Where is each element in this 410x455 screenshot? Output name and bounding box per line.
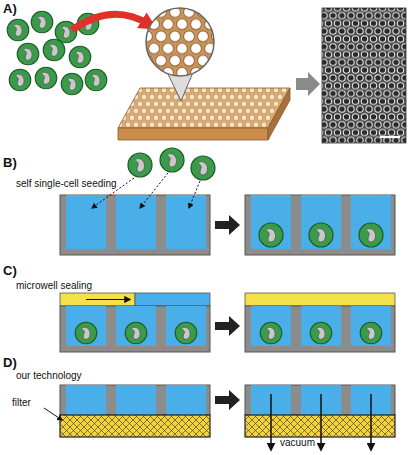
cell [69, 46, 91, 68]
falling-arrow [189, 181, 200, 208]
cell [125, 322, 147, 344]
panel-label: A) [3, 2, 17, 17]
slide-arrow [86, 299, 130, 300]
microwell [116, 306, 156, 346]
microwell [66, 195, 106, 249]
microwell-plate [60, 195, 210, 255]
cell [260, 322, 282, 344]
microwell [116, 195, 156, 249]
filter-layer [245, 415, 395, 437]
step-arrow [215, 390, 240, 410]
step-caption: self single-cell seeding [16, 178, 117, 190]
microwell [251, 306, 291, 346]
cell [9, 69, 31, 91]
scale-bar [380, 136, 400, 138]
part-label: vacuum [280, 437, 315, 449]
step-caption: our technology [16, 370, 82, 382]
step-arrow [215, 316, 240, 336]
cell [160, 148, 184, 172]
microwell-plate [60, 385, 210, 415]
flow-arrow [370, 394, 372, 450]
step-arrow [215, 215, 240, 235]
microwell [301, 195, 341, 249]
magnified-view [146, 8, 214, 76]
microwell [166, 385, 206, 415]
panel-label: B) [3, 156, 17, 171]
microwell [351, 195, 391, 249]
cell [7, 19, 29, 41]
microwell-plate [245, 385, 395, 415]
medium-layer [135, 293, 210, 306]
cell [359, 223, 383, 247]
cell [61, 73, 83, 95]
cell [128, 153, 152, 177]
cell [31, 11, 53, 33]
panel-label: C) [3, 264, 17, 279]
curved-arrow [72, 14, 148, 30]
cell [309, 223, 333, 247]
microwell [166, 195, 206, 249]
part-label: filter [12, 397, 31, 409]
microwell [116, 385, 156, 415]
cell [35, 67, 57, 89]
flow-arrow [270, 394, 272, 450]
cell [85, 69, 107, 91]
microwell [251, 195, 291, 249]
microwell [351, 306, 391, 346]
microwell-plate [60, 306, 210, 352]
cell [75, 322, 97, 344]
microwell-plate [245, 306, 395, 352]
cell [259, 223, 283, 247]
cell [43, 39, 65, 61]
cell [191, 156, 215, 180]
panel-label: D) [3, 356, 17, 371]
microwell [166, 306, 206, 346]
falling-arrow [140, 173, 168, 208]
cell [360, 322, 382, 344]
cell [17, 43, 39, 65]
filter-layer [60, 415, 210, 437]
sem-image [322, 8, 406, 143]
microwell-array-top [118, 88, 290, 128]
cell [310, 322, 332, 344]
leader-arrow [44, 408, 62, 420]
block-arrow [296, 72, 320, 96]
microwell [301, 306, 341, 346]
cell [175, 322, 197, 344]
sealing-layer [60, 293, 135, 306]
sealing-layer [245, 293, 395, 306]
microwell-plate [245, 195, 395, 255]
cell-cluster [7, 11, 107, 95]
step-caption: microwell sealing [16, 280, 92, 292]
microwell [66, 306, 106, 346]
microwell [66, 385, 106, 415]
microwell-array-side [268, 88, 290, 140]
flow-arrow [320, 394, 322, 450]
microwell-array-front [118, 128, 268, 140]
